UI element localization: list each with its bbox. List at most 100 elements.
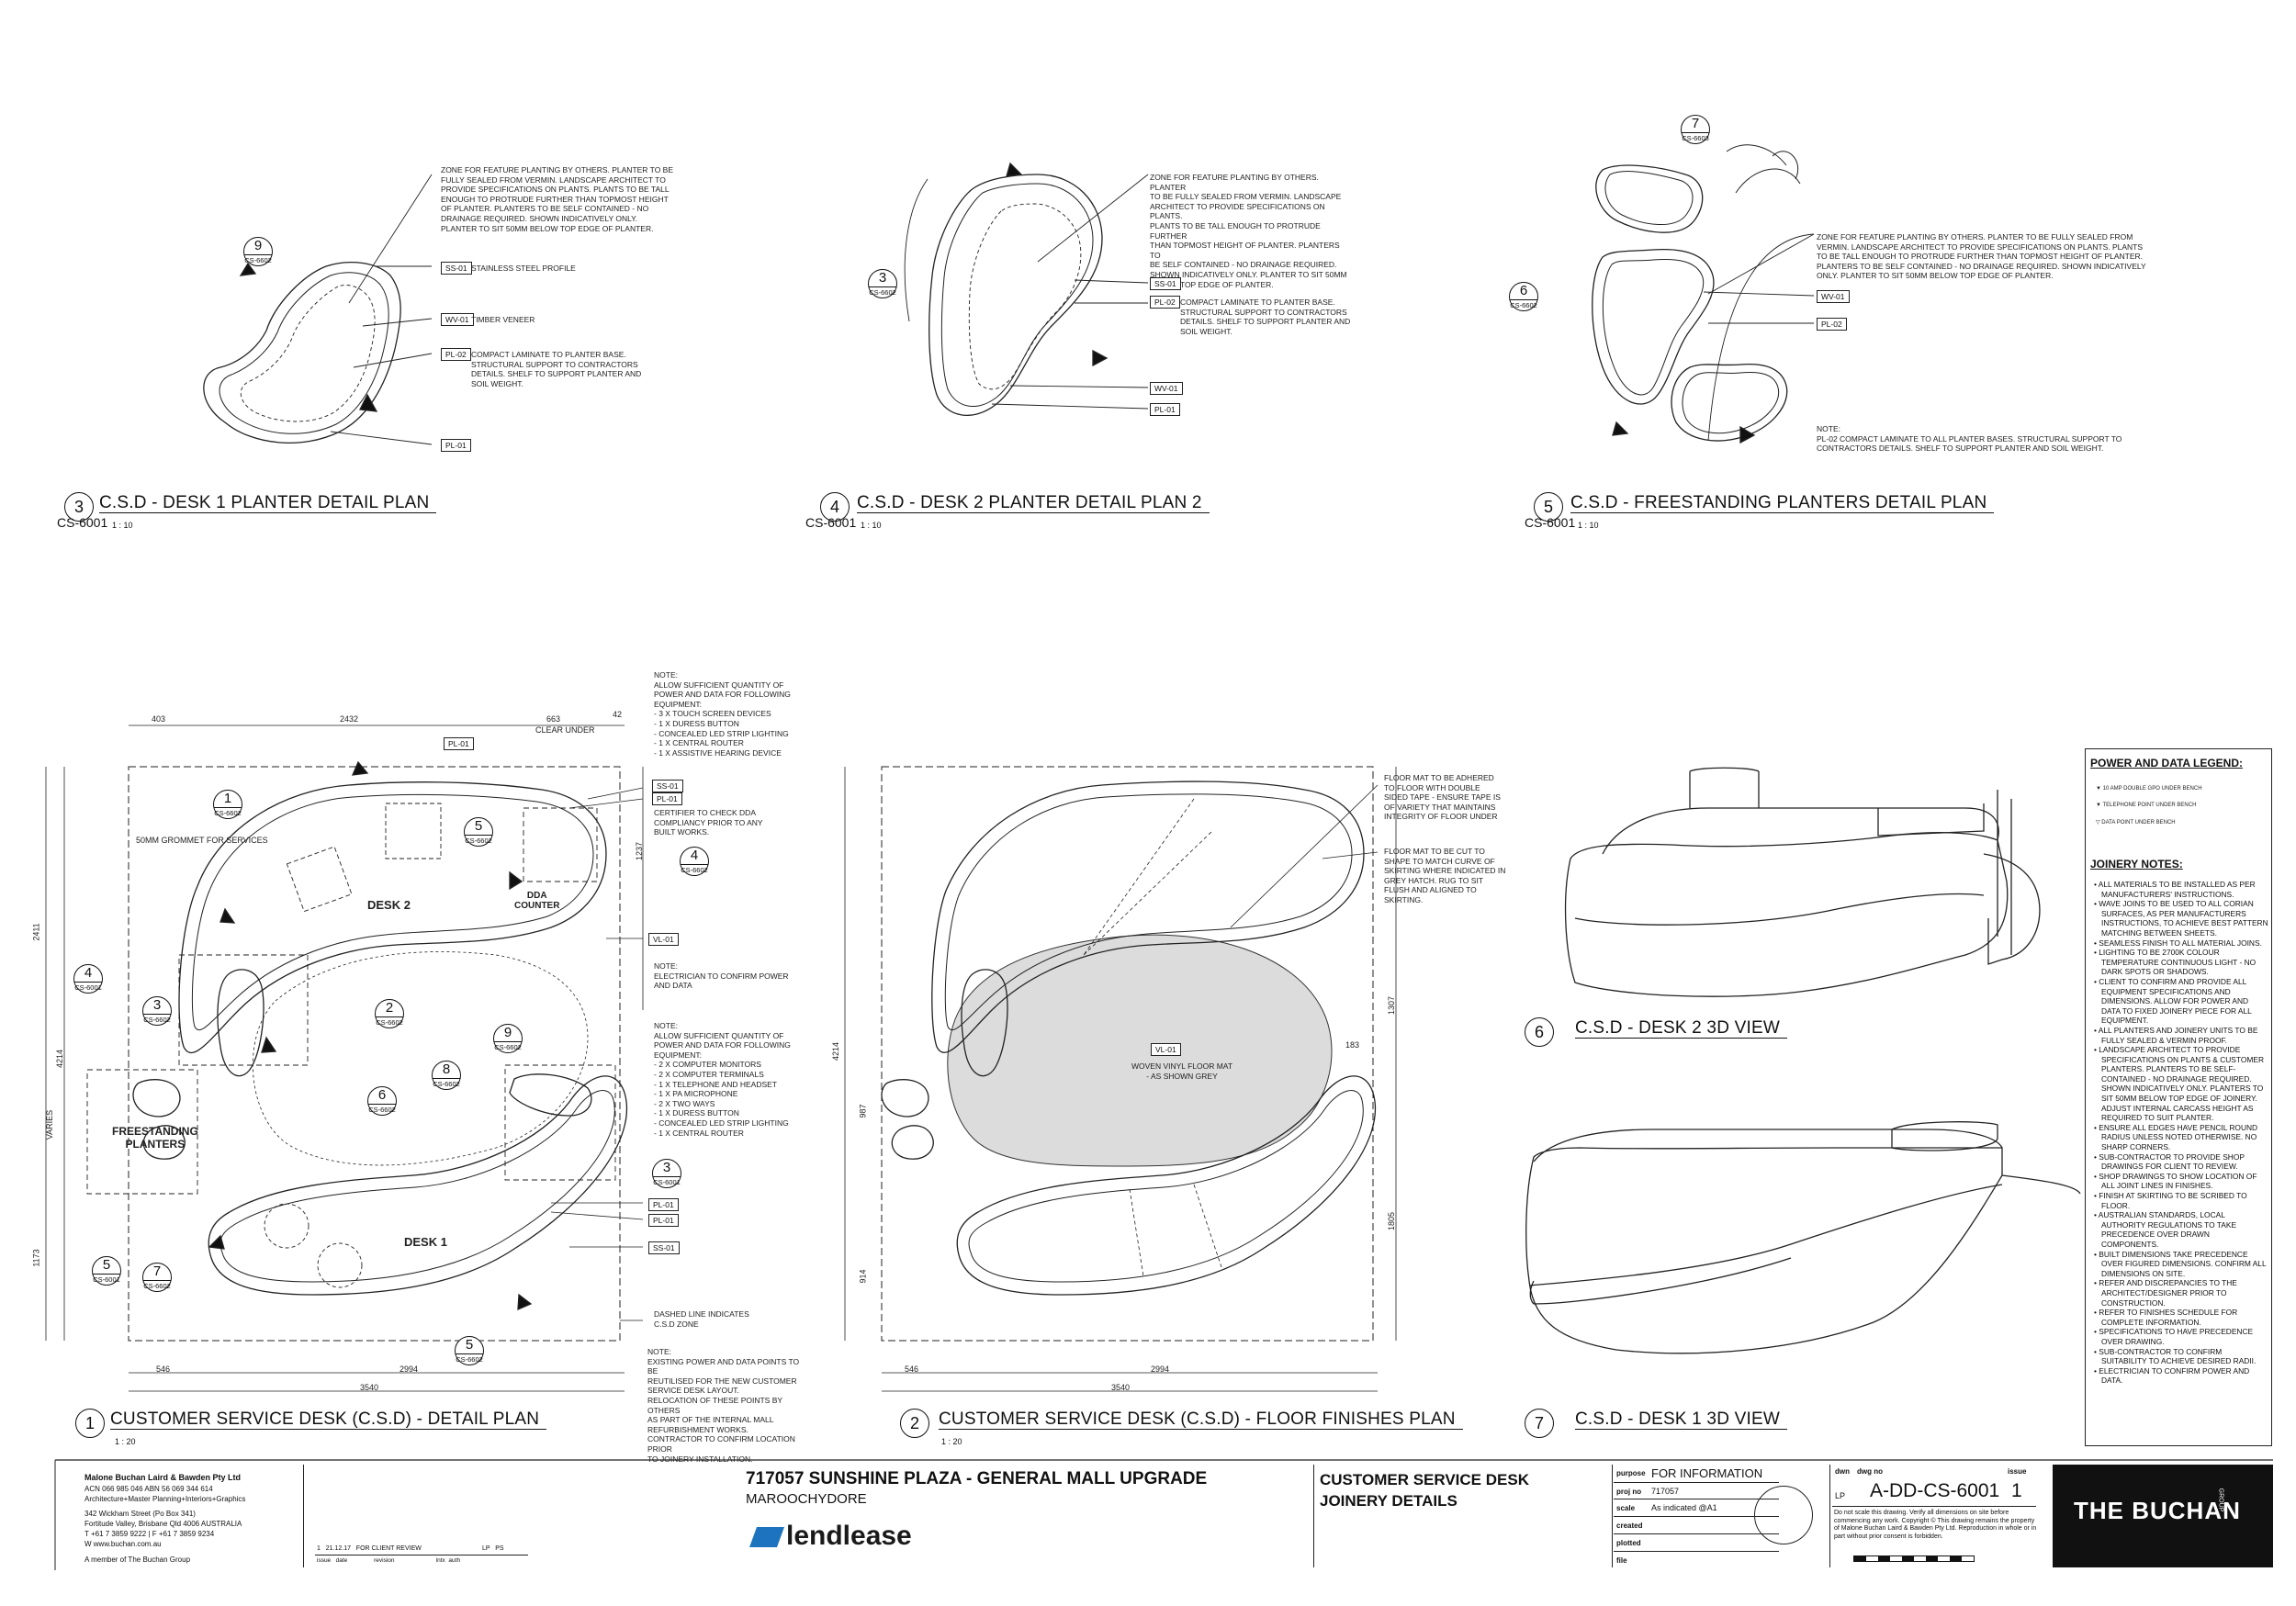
view-5-sheet: CS-6001: [1525, 515, 1576, 530]
joinery-notes-title: JOINERY NOTES:: [2090, 858, 2183, 870]
buchan-logo: THE BUCHAN: [2074, 1497, 2241, 1524]
purpose-key: purpose: [1616, 1469, 1646, 1477]
view-4-scale: 1 : 10: [861, 521, 882, 530]
dim-2994: 2994: [400, 1365, 419, 1374]
desk2-3d-view: [1564, 767, 2041, 997]
scale-key: scale: [1616, 1504, 1636, 1512]
sheet-title-1: CUSTOMER SERVICE DESK: [1320, 1471, 1529, 1488]
view-4-number: 4: [820, 492, 850, 522]
dim-987: 987: [858, 1104, 868, 1118]
dim-4214-b: 4214: [831, 1041, 841, 1061]
joinery-notes-list: • ALL MATERIALS TO BE INSTALLED AS PER M…: [2094, 880, 2268, 1386]
floor-mat-note: WOVEN VINYL FLOOR MAT - AS SHOWN GREY: [1131, 1061, 1233, 1081]
joinery-note: • REFER AND DISCREPANCIES TO THE ARCHITE…: [2094, 1278, 2237, 1308]
telephone-point-icon: ▼: [2096, 803, 2103, 808]
power-data-legend-title: POWER AND DATA LEGEND:: [2090, 757, 2243, 769]
dwn-key: dwn: [1835, 1467, 1850, 1476]
desk2-label: DESK 2: [367, 898, 411, 912]
dim-4214: 4214: [55, 1049, 65, 1069]
proj-no-key: proj no: [1616, 1488, 1642, 1496]
joinery-note: • SHOP DRAWINGS TO SHOW LOCATION OF ALL …: [2094, 1171, 2257, 1191]
file-key: file: [1616, 1556, 1627, 1565]
joinery-note: • LANDSCAPE ARCHITECT TO PROVIDE SPECIFI…: [2094, 1045, 2264, 1123]
tag-pl-01-f: PL-01: [648, 1198, 679, 1211]
view-5-number: 5: [1534, 492, 1563, 522]
firm-web: W www.buchan.com.au: [84, 1540, 162, 1548]
desk1-planter-plan: [203, 174, 433, 445]
tag-pl-01-e: PL-01: [652, 792, 682, 805]
varies-label: VARIES: [45, 1109, 55, 1140]
dim-1307: 1307: [1387, 995, 1397, 1016]
firm-name: Malone Buchan Laird & Bawden Pty Ltd: [84, 1473, 242, 1482]
view-5-scale: 1 : 10: [1578, 521, 1599, 530]
view-3-scale: 1 : 10: [112, 521, 133, 530]
gpo-icon: ▼: [2096, 786, 2103, 792]
tag-pl-01-d: PL-01: [444, 737, 474, 750]
freestanding-planters-plan: [1592, 144, 1815, 444]
tag-pl-01-g: PL-01: [648, 1214, 679, 1227]
joinery-note: • SUB-CONTRACTOR TO CONFIRM SUITABILITY …: [2094, 1346, 2257, 1366]
dim-2411: 2411: [31, 923, 41, 941]
sheet-title-2: JOINERY DETAILS: [1320, 1492, 1458, 1510]
joinery-note: • SEAMLESS FINISH TO ALL MATERIAL JOINS.: [2094, 938, 2262, 948]
joinery-note: • WAVE JOINS TO BE USED TO ALL CORIAN SU…: [2094, 899, 2268, 938]
view-7-number: 7: [1525, 1409, 1554, 1438]
joinery-note: • FINISH AT SKIRTING TO BE SCRIBED TO FL…: [2094, 1191, 2247, 1210]
dim-663: 663: [546, 714, 561, 724]
buchan-logo-group: GROUP: [2217, 1488, 2224, 1512]
issue-value: 1: [2011, 1480, 2022, 1501]
disclaimer: Do not scale this drawing. Verify all di…: [1834, 1510, 2037, 1540]
tag-vl-01: VL-01: [648, 933, 679, 946]
existing-points-note: NOTE: EXISTING POWER AND DATA POINTS TO …: [647, 1347, 800, 1464]
tag-vl-01-b: VL-01: [1151, 1043, 1181, 1056]
purpose-value: FOR INFORMATION: [1651, 1466, 1763, 1480]
view-2-scale: 1 : 20: [941, 1437, 962, 1446]
view-6-title: C.S.D - DESK 2 3D VIEW: [1575, 1018, 1787, 1039]
tag-pl-01: PL-01: [441, 439, 471, 452]
client-logo: lendlease: [748, 1521, 912, 1552]
tag-wv-01-c: WV-01: [1817, 290, 1850, 303]
dim-183: 183: [1345, 1040, 1360, 1050]
dim-546: 546: [156, 1365, 171, 1374]
lendlease-mark-icon: [748, 1527, 785, 1548]
project-location: MAROOCHYDORE: [746, 1491, 867, 1507]
dda-counter-label: DDA COUNTER: [514, 891, 560, 911]
view-2-title: CUSTOMER SERVICE DESK (C.S.D) - FLOOR FI…: [939, 1409, 1463, 1430]
freestanding-zone-note: ZONE FOR FEATURE PLANTING BY OTHERS. PLA…: [1817, 232, 2146, 281]
dim-2994-b: 2994: [1151, 1365, 1170, 1374]
dda-note: CERTIFIER TO CHECK DDA COMPLIANCY PRIOR …: [654, 808, 763, 837]
tag-ss-01-b: SS-01: [1150, 277, 1181, 290]
dim-1805: 1805: [1387, 1211, 1397, 1231]
electrician-note: NOTE: ELECTRICIAN TO CONFIRM POWER AND D…: [654, 961, 789, 991]
revision-row: 1 21.12.17 FOR CLIENT REVIEW LP PS: [317, 1545, 504, 1552]
issue-key: issue: [2008, 1467, 2027, 1476]
scale-value: As indicated @A1: [1651, 1503, 1717, 1512]
joinery-note: • CLIENT TO CONFIRM AND PROVIDE ALL EQUI…: [2094, 976, 2252, 1026]
firm-member: A member of The Buchan Group: [84, 1555, 191, 1564]
view-6-number: 6: [1525, 1017, 1554, 1047]
view-1-scale: 1 : 20: [115, 1437, 136, 1446]
dim-1237: 1237: [635, 841, 645, 861]
firm-address-1: 342 Wickham Street (Po Box 341): [84, 1510, 196, 1518]
scale-bar: [1853, 1555, 1975, 1562]
created-key: created: [1616, 1522, 1643, 1530]
firm-phone: T +61 7 3859 9222 | F +61 7 3859 9234: [84, 1530, 215, 1538]
